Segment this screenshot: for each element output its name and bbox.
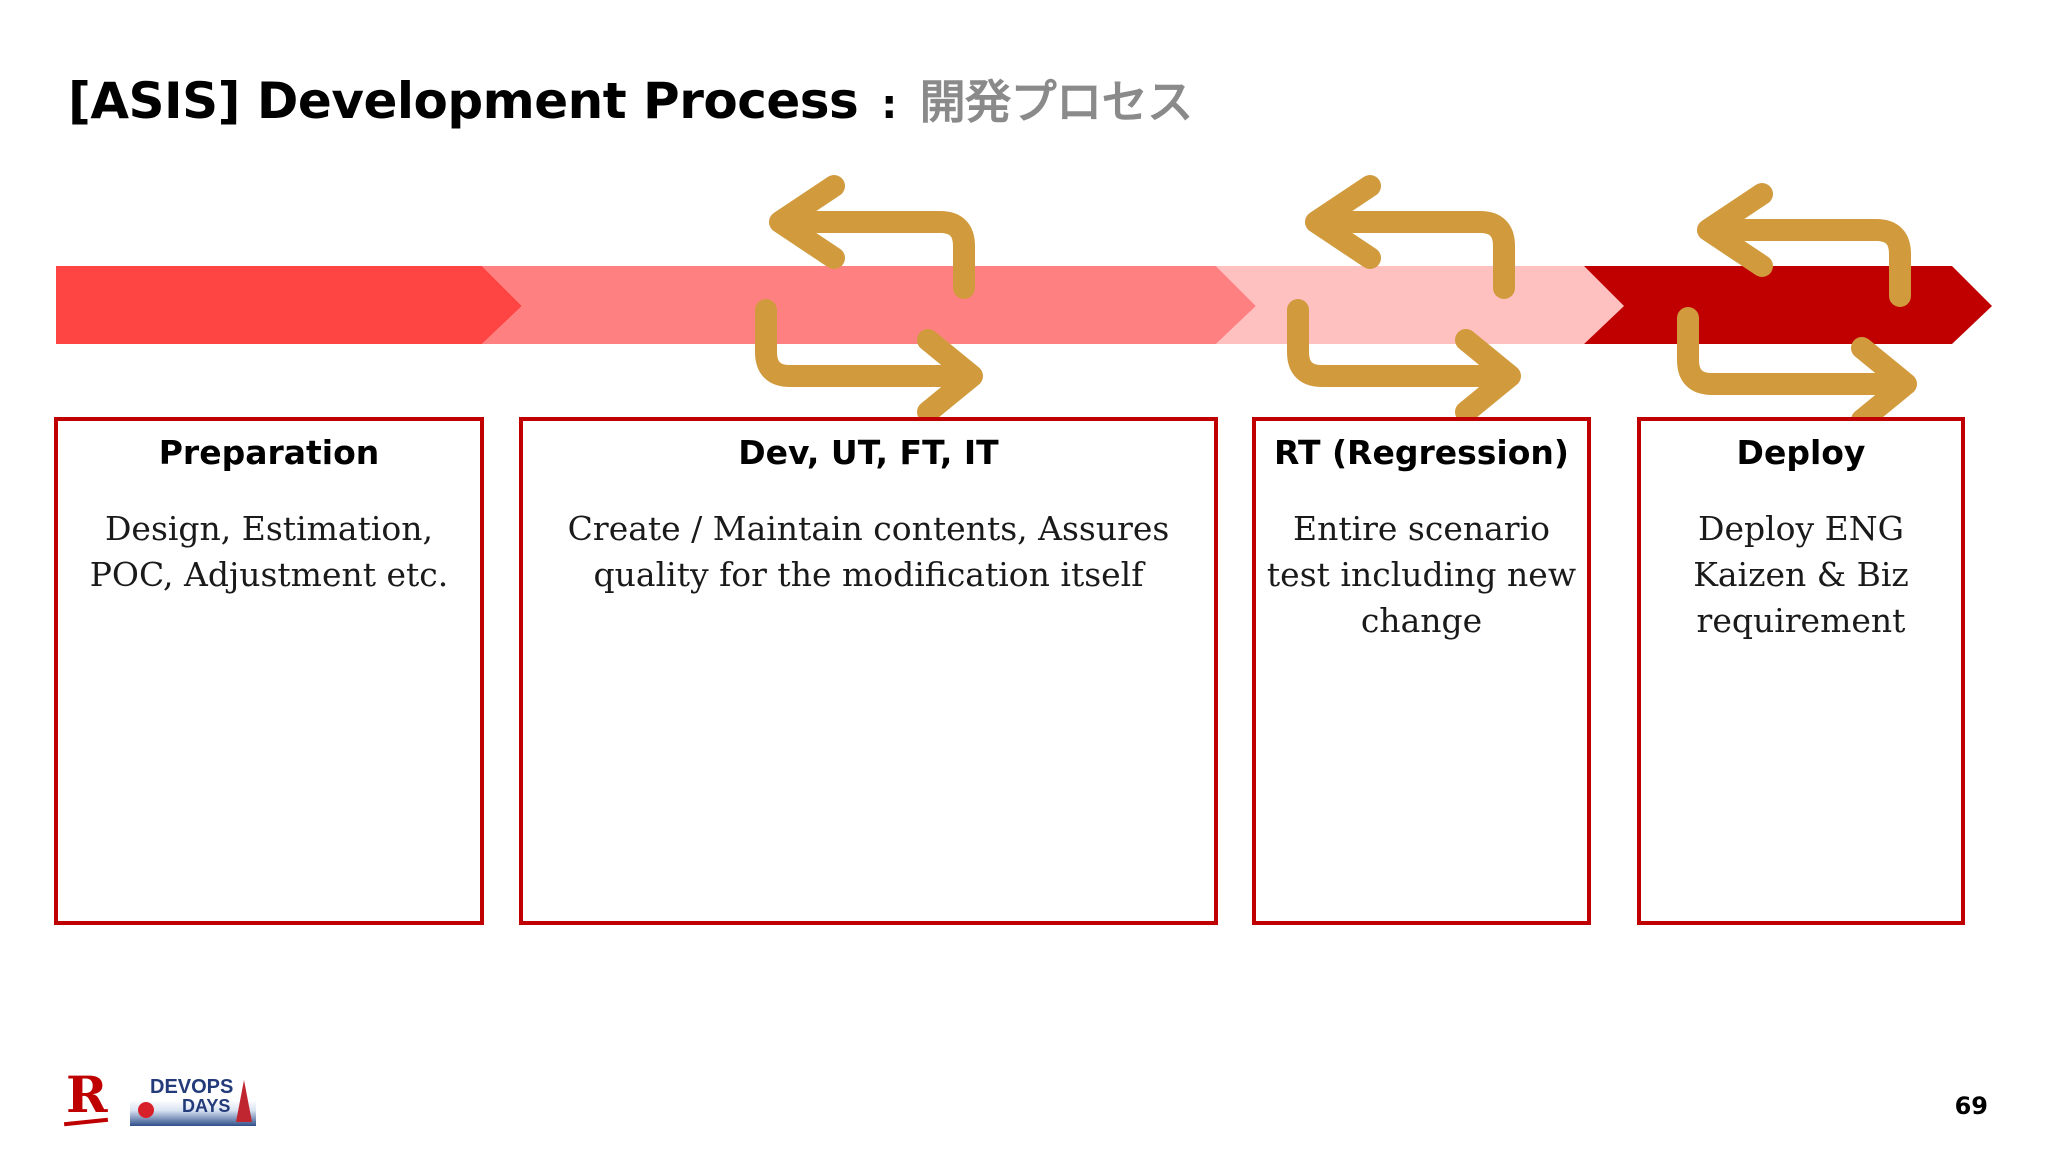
cycle-arrows-icon (755, 175, 983, 423)
stage-description: Entire scenario test including new chang… (1266, 509, 1577, 640)
stage-arrow-regression (1216, 266, 1624, 344)
stage-heading: Preparation (158, 433, 380, 472)
brand-logo: R (66, 1065, 108, 1124)
stage-arrow-deploy (1584, 266, 1992, 344)
stage-arrow-dev (482, 266, 1256, 344)
stage-description: Design, Estimation, POC, Adjustment etc. (89, 509, 449, 594)
stage-description: Deploy ENG Kaizen & Biz requirement (1693, 509, 1909, 640)
stage-box-preparation: Preparation Design, Estimation, POC, Adj… (54, 417, 484, 925)
sun-icon (138, 1102, 154, 1118)
cycle-arrows-icon (1287, 175, 1521, 423)
event-logo-line1: DEVOPS (150, 1076, 234, 1098)
stage-heading: RT (Regression) (1274, 433, 1569, 472)
tower-icon (236, 1080, 252, 1122)
stage-box-regression: RT (Regression) Entire scenario test inc… (1252, 417, 1591, 925)
stage-arrow-preparation (56, 266, 522, 344)
page-number: 69 (1954, 1092, 1988, 1120)
event-logo-line2: DAYS (182, 1096, 231, 1116)
stage-box-deploy: Deploy Deploy ENG Kaizen & Biz requireme… (1637, 417, 1965, 925)
event-logo: DEVOPS DAYS (130, 1074, 256, 1126)
page-title: [ASIS] Development Process : 開発プロセス (68, 66, 1193, 132)
title-main: [ASIS] Development Process (68, 72, 859, 130)
title-separator: : (881, 82, 897, 128)
title-japanese: 開発プロセス (919, 75, 1194, 129)
stage-heading: Deploy (1736, 433, 1866, 472)
stage-description: Create / Maintain contents, Assures qual… (567, 509, 1170, 594)
stage-heading: Dev, UT, FT, IT (738, 433, 999, 472)
cycle-arrows-icon (1677, 183, 1917, 431)
stage-box-dev: Dev, UT, FT, IT Create / Maintain conten… (519, 417, 1218, 925)
